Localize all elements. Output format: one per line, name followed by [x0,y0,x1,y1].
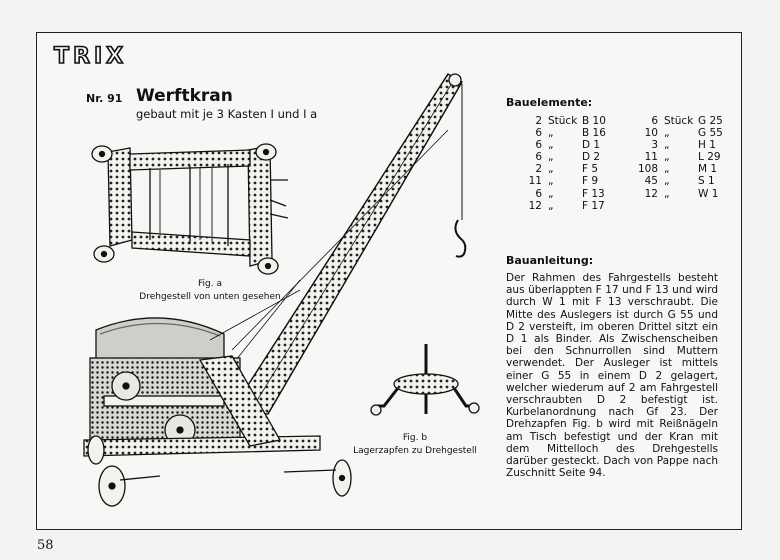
brand-logo: TRIX [53,43,128,70]
table-row: 6„D 2 11„L 29 [535,151,721,164]
page-number: 58 [37,538,54,553]
fig-b-pivot-drawing [370,344,480,416]
parts-list-title: Bauelemente: [506,96,593,109]
instructions-text: Der Rahmen des Fahrgestells besteht aus … [506,272,718,480]
crane-cab-drawing [83,289,352,507]
model-title: Werftkran [136,86,233,106]
fig-b-caption: Fig. b Lagerzapfen zu Drehgestell [345,432,485,458]
fig-a-bogie-drawing [91,143,289,275]
table-row: 11„F 9 45„S 1 [528,175,715,188]
table-row: 12„F 17 [528,199,605,212]
fig-a-text: Drehgestell von unten gesehen [139,292,281,302]
table-row: 6„B 16 10„G 55 [535,127,723,140]
table-row: 6„F 13 12„W 1 [535,187,719,200]
fig-a-caption: Fig. a Drehgestell von unten gesehen [120,278,300,304]
table-row: 2„F 5 108„M 1 [535,163,718,176]
fig-a-label: Fig. a [198,279,222,289]
fig-b-label: Fig. b [402,433,428,443]
fig-b-text: Lagerzapfen zu Drehgestell [353,446,477,456]
model-number: Nr. 91 [86,92,123,105]
instructions-title: Bauanleitung: [506,254,594,267]
table-row: 6„D 1 3„H 1 [535,139,716,152]
model-subtitle: gebaut mit je 3 Kasten I und I a [136,107,318,121]
crane-jib-drawing [230,73,467,415]
